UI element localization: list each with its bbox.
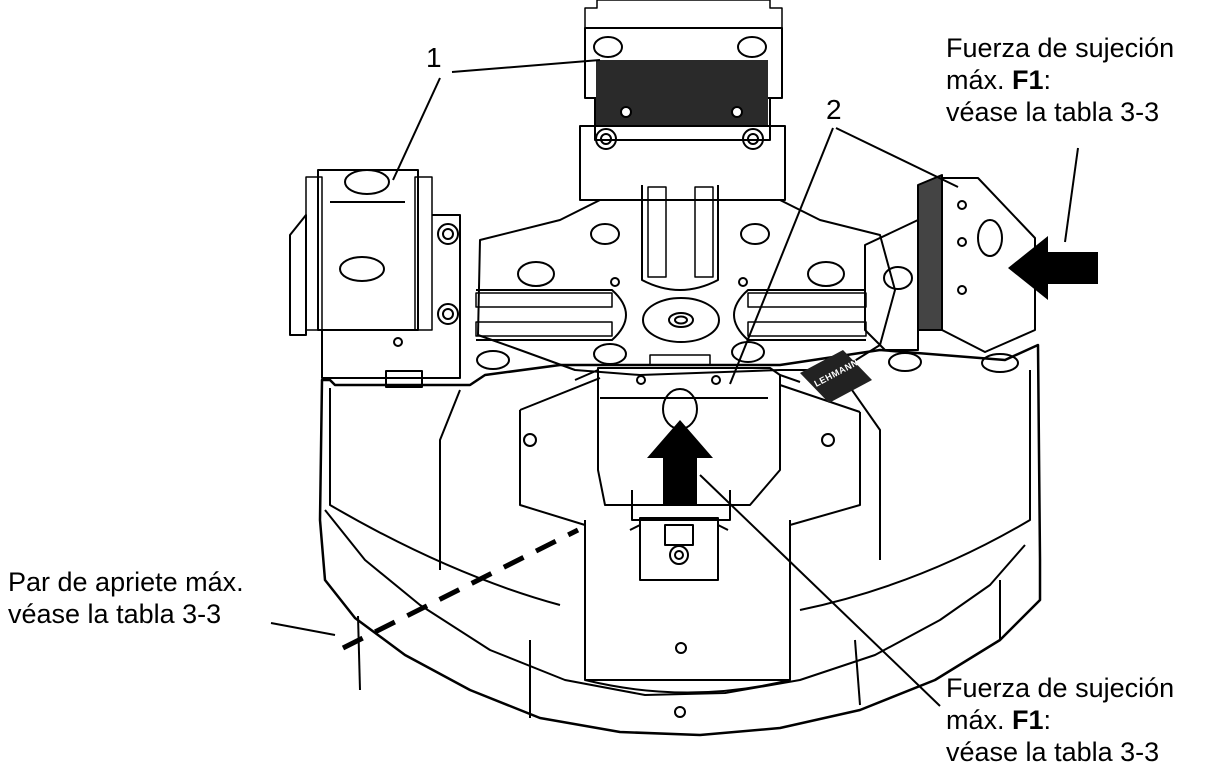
torque-label: Par de apriete máx. véase la tabla 3-3 (8, 566, 244, 630)
force-symbol-f1: F1 (1012, 705, 1044, 735)
callout-2: 2 (826, 94, 842, 125)
torque-label-line1: Par de apriete máx. (8, 567, 244, 597)
logo-plate (800, 350, 872, 403)
force-label-line3: véase la tabla 3-3 (946, 737, 1160, 765)
force-label-top-right: Fuerza de sujeción máx. F1: véase la tab… (946, 32, 1174, 128)
right-jaw (864, 174, 1036, 353)
torque-dashed-line (341, 527, 580, 651)
force-label-line2: máx. F1: (946, 65, 1052, 95)
leader-lines (270, 59, 1079, 707)
front-jaw (519, 367, 861, 581)
force-label-line1: Fuerza de sujeción (946, 673, 1175, 703)
callout-1: 1 (426, 42, 442, 73)
torque-label-line2: véase la tabla 3-3 (8, 599, 222, 629)
force-arrows (647, 236, 1098, 506)
force-label-bottom-right: Fuerza de sujeción máx. F1: véase la tab… (946, 672, 1174, 765)
top-jaw (579, 0, 786, 201)
force-symbol-f1: F1 (1012, 65, 1044, 95)
force-label-line1: Fuerza de sujeción (946, 33, 1175, 63)
left-jaw (289, 169, 461, 388)
base-body (318, 343, 1042, 737)
force-label-line2: máx. F1: (946, 705, 1052, 735)
force-label-line3: véase la tabla 3-3 (946, 97, 1160, 127)
